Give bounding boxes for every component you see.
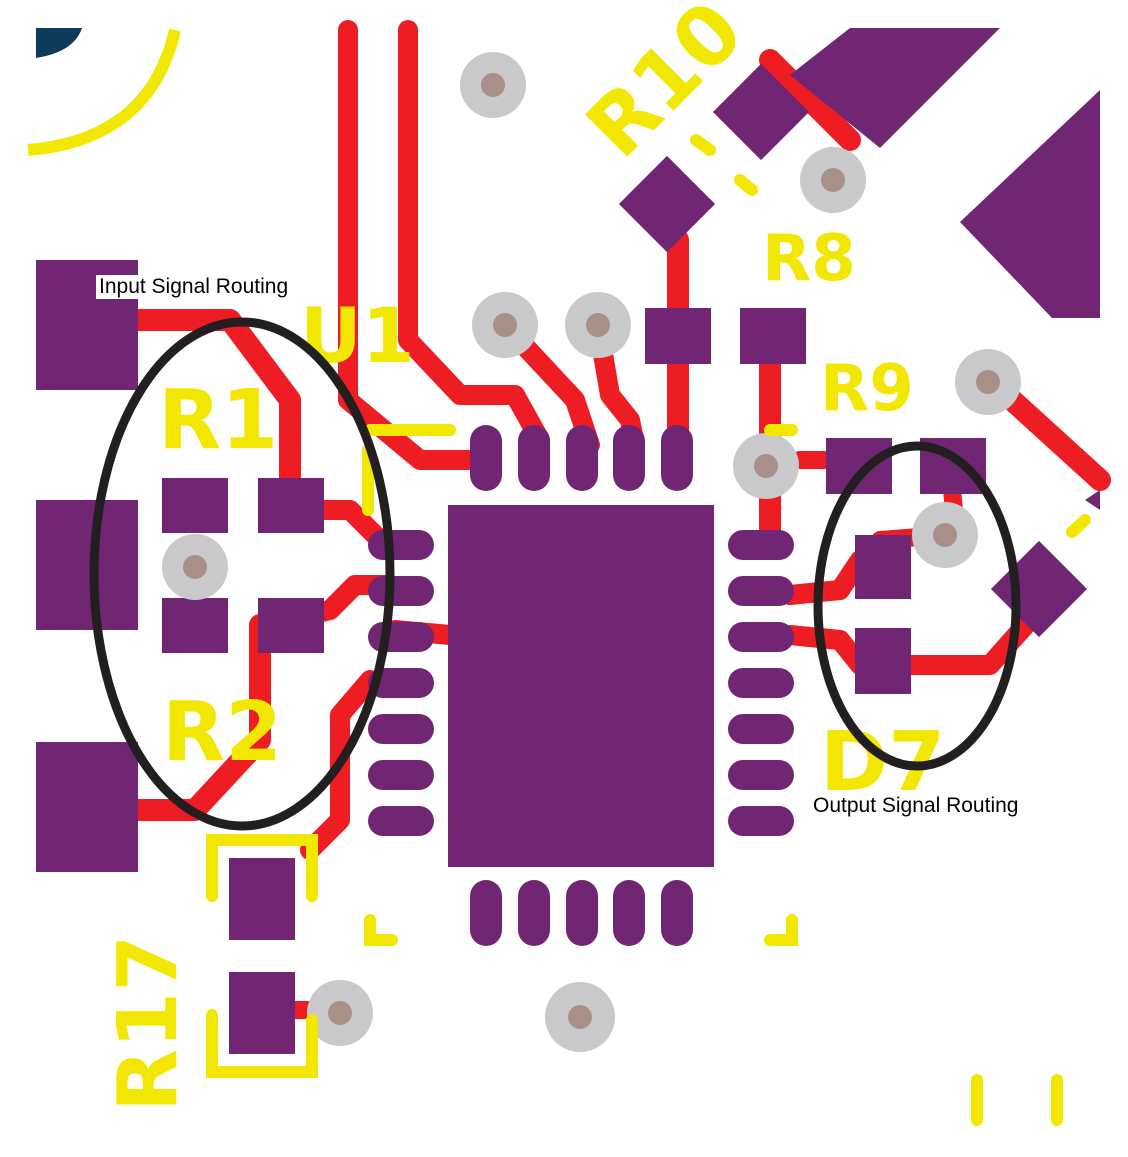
designator-r9: R9: [820, 352, 914, 426]
silkscreen-outlines: [206, 134, 1091, 1126]
designator-r2: R2: [162, 685, 282, 780]
output-routing-label: Output Signal Routing: [810, 794, 1022, 818]
vias: [162, 52, 1021, 1052]
designator-r17: R17: [101, 935, 196, 1112]
output-routing-ellipse: [813, 441, 1021, 771]
designator-u1: U1: [300, 291, 415, 380]
input-routing-ellipse: [89, 317, 395, 831]
component-pads: [36, 28, 1100, 1054]
silkscreen-arc: [27, 28, 181, 156]
corner-marker: [36, 28, 82, 58]
designator-r10: R10: [569, 0, 762, 176]
input-routing-label: Input Signal Routing: [96, 275, 292, 299]
designator-r8: R8: [762, 222, 856, 296]
designator-r1: R1: [158, 373, 278, 468]
